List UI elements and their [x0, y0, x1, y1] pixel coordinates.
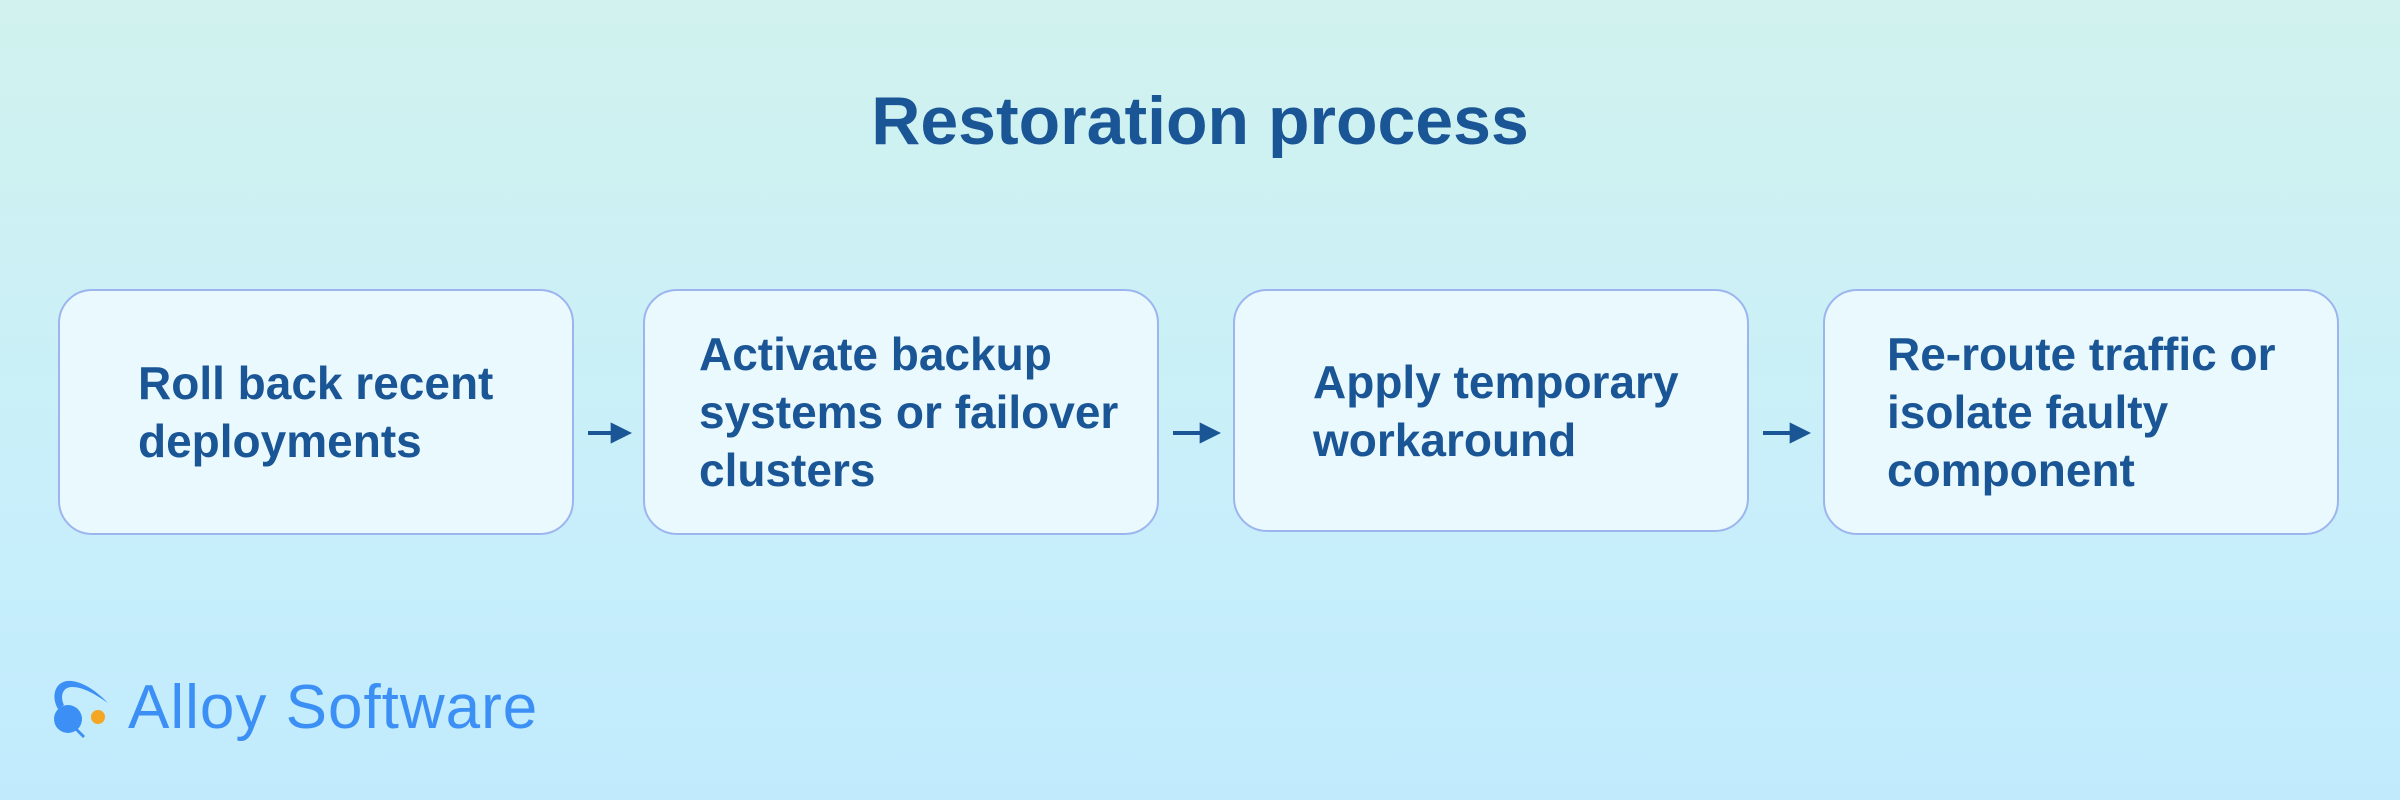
- diagram-title: Restoration process: [871, 83, 1529, 159]
- step-1-box: Roll back recent deployments: [58, 289, 574, 535]
- arrow-icon: [1173, 422, 1221, 444]
- alloy-logo-icon: [54, 680, 108, 738]
- step-4-label: Re-route traffic or isolate faulty compo…: [1887, 328, 2276, 496]
- alloy-software-logo: Alloy Software: [48, 672, 538, 743]
- logo-text: Alloy Software: [128, 673, 539, 742]
- arrow-icon: [1763, 422, 1811, 444]
- arrow-icon: [588, 422, 632, 444]
- step-2-label: Activate backup systems or failover clus…: [699, 328, 1119, 496]
- step-3-box: Apply temporary workaround: [1233, 289, 1749, 532]
- step-3-label: Apply temporary workaround: [1313, 355, 1679, 466]
- step-4-box: Re-route traffic or isolate faulty compo…: [1823, 289, 2339, 535]
- step-1-label: Roll back recent deployments: [138, 357, 494, 467]
- step-2-box: Activate backup systems or failover clus…: [643, 289, 1159, 535]
